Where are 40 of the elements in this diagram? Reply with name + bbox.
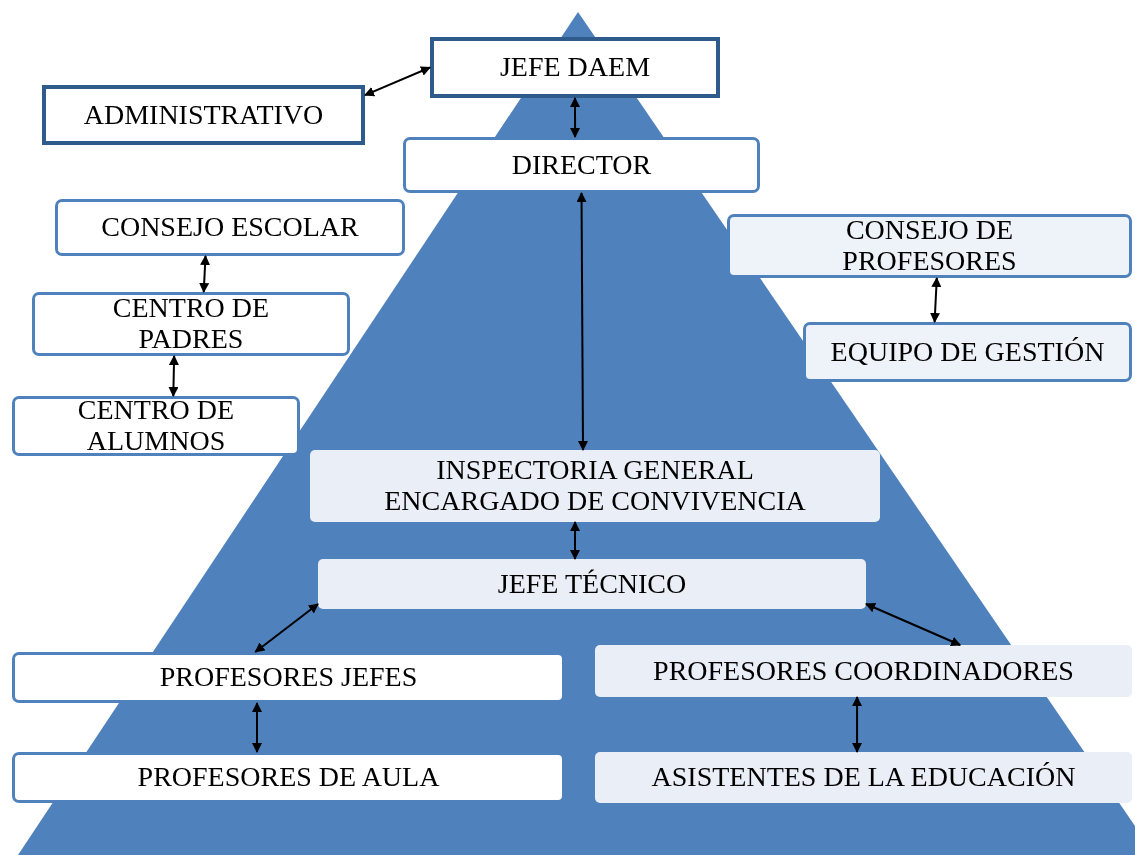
box-label: DIRECTOR <box>511 149 652 181</box>
double-arrow <box>168 355 179 397</box>
org-box <box>318 559 866 609</box>
org-box <box>595 645 1132 697</box>
double-arrow <box>576 192 588 451</box>
org-box <box>727 214 1132 278</box>
double-arrow <box>865 603 962 646</box>
box-label: ADMINISTRATIVO <box>83 99 324 131</box>
box-label: PROFESORES COORDINADORES <box>653 655 1074 687</box>
box-label: JEFE TÉCNICO <box>497 568 687 600</box>
org-box <box>310 450 880 522</box>
double-arrow <box>570 97 581 138</box>
org-box <box>12 752 565 803</box>
double-arrow <box>252 702 262 753</box>
double-arrow <box>254 603 319 653</box>
double-arrow <box>199 255 211 293</box>
org-box <box>32 292 350 356</box>
org-box <box>12 652 565 703</box>
org-box <box>55 199 405 256</box>
box-label: EQUIPO DE GESTIÓN <box>830 336 1105 368</box>
box-label: ASISTENTES DE LA EDUCACIÓN <box>651 762 1076 793</box>
box-label: CENTRO DE ALUMNOS <box>76 395 236 457</box>
box-label: PROFESORES DE AULA <box>137 762 440 793</box>
box-label: ENCARGADO DE CONVIVENCIA <box>384 486 806 517</box>
org-box <box>403 137 760 193</box>
double-arrow <box>930 277 942 323</box>
org-box <box>803 322 1132 382</box>
box-label: INSPECTORIA GENERAL <box>436 455 754 486</box>
double-arrow <box>852 696 863 753</box>
org-box <box>430 37 720 98</box>
box-label: CONSEJO DE PROFESORES <box>841 215 1018 277</box>
org-box <box>12 396 300 456</box>
double-arrow <box>364 66 431 97</box>
box-label: CENTRO DE PADRES <box>111 293 271 355</box>
box-label: PROFESORES JEFES <box>159 662 418 693</box>
double-arrow <box>570 521 581 560</box>
box-label: JEFE DAEM <box>499 52 651 83</box>
org-box <box>42 85 365 145</box>
org-box <box>595 752 1132 803</box>
box-label: CONSEJO ESCOLAR <box>101 212 359 243</box>
